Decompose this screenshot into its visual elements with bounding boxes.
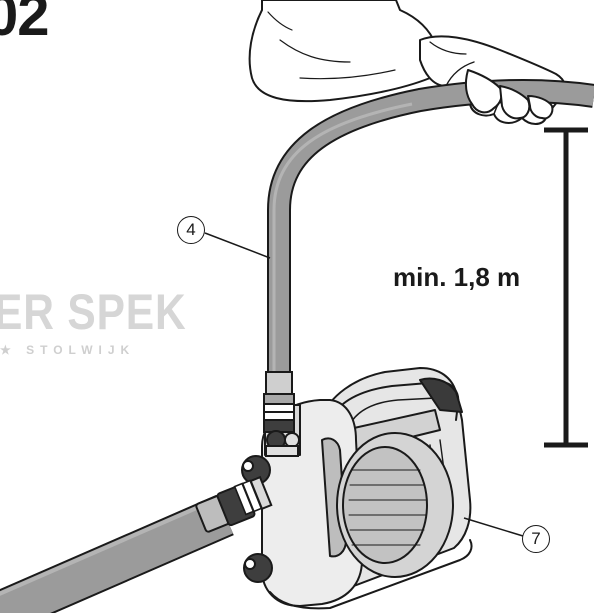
gloved-hand-front xyxy=(464,69,554,120)
height-dimension-bar xyxy=(544,127,588,448)
drain-plug xyxy=(243,553,273,583)
hose-coupling-lower xyxy=(195,475,273,533)
hose-coupling-upper xyxy=(263,371,300,457)
fill-plug xyxy=(241,455,271,485)
callout-4-leader xyxy=(204,232,271,259)
watermark-main: ER SPEK xyxy=(0,284,187,340)
callout-hose: 4 xyxy=(177,216,205,244)
figure-number: 02 xyxy=(0,0,50,48)
arm-sleeve xyxy=(248,0,437,103)
suction-hose-upper xyxy=(267,79,594,380)
height-measurement-label: min. 1,8 m xyxy=(393,262,521,292)
watermark-sub: ★ STOLWIJK xyxy=(0,343,136,357)
callout-7-leader xyxy=(463,517,524,537)
suction-hose-lower xyxy=(0,494,234,613)
callout-pump: 7 xyxy=(522,525,550,553)
